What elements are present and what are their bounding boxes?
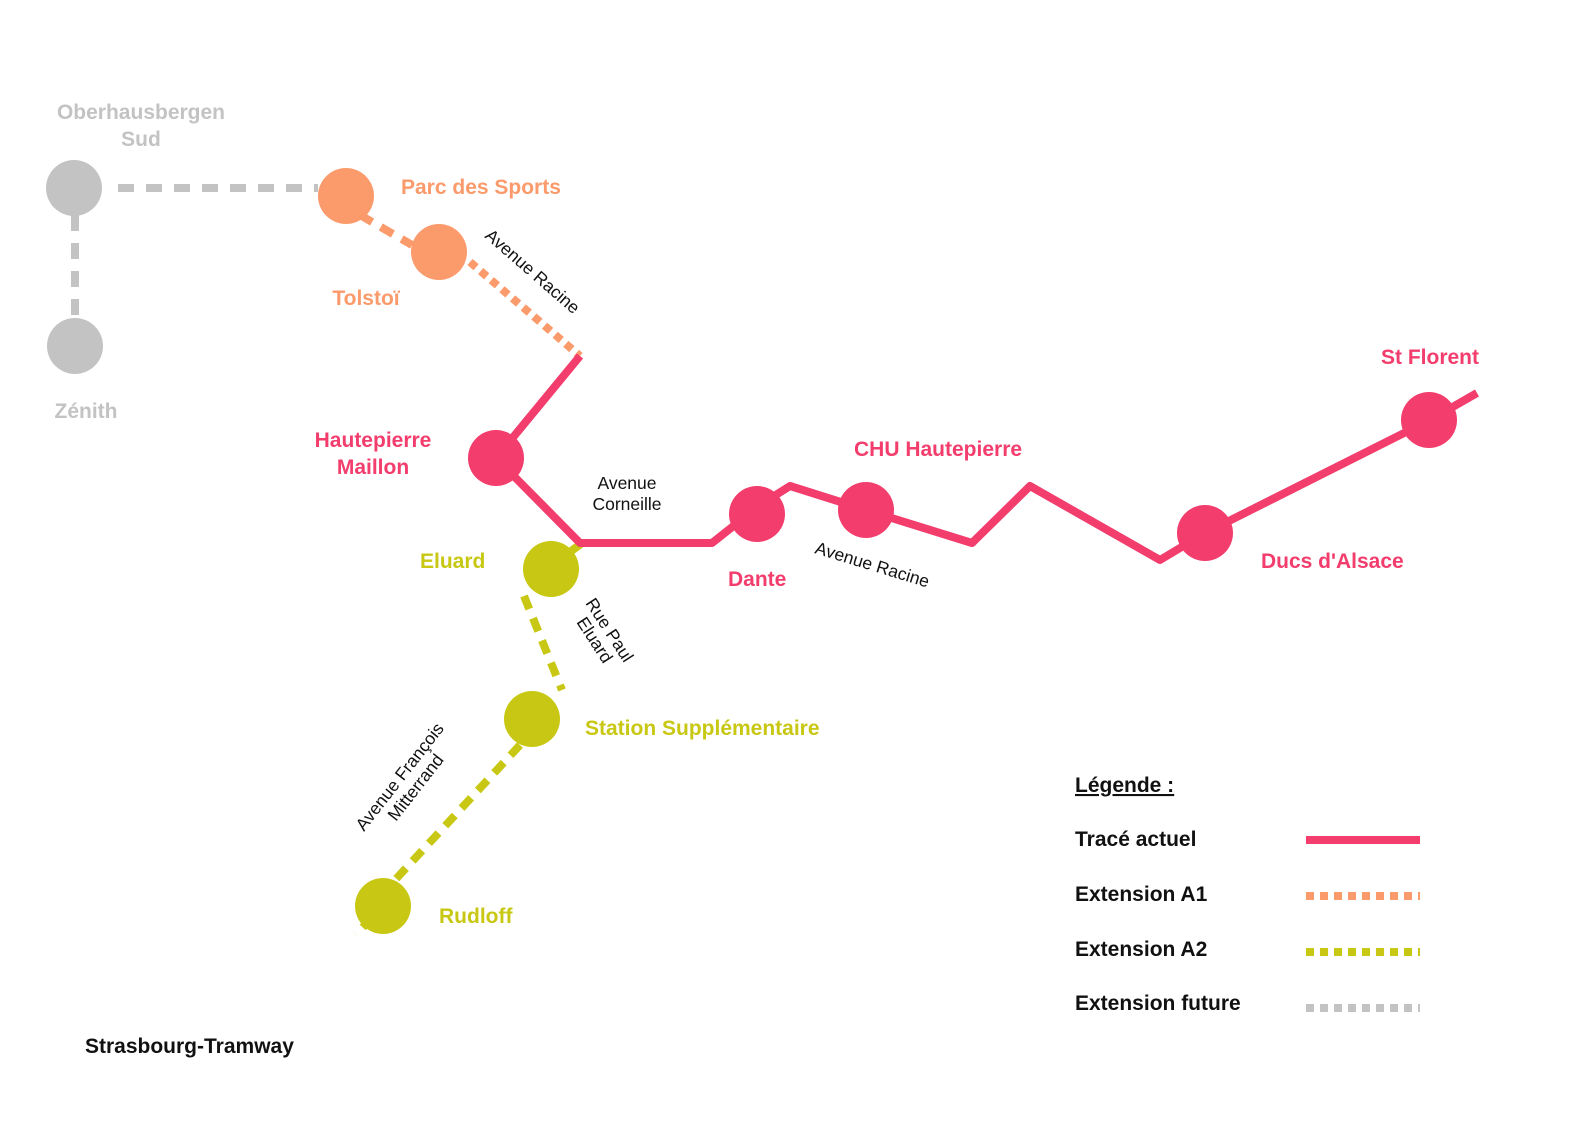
label-hautepierre-line2: Maillon (337, 456, 409, 479)
station-dot-tolstoi[interactable] (411, 224, 467, 280)
station-dot-station-supplementaire[interactable] (504, 691, 560, 747)
station-dot-zenith[interactable] (47, 318, 103, 374)
station-dot-st-florent[interactable] (1401, 392, 1457, 448)
legend: Légende : Tracé actuel Extension A1 Exte… (1075, 774, 1420, 1015)
street-avenue-racine-east: Avenue Racine (813, 538, 932, 592)
legend-item-label-current: Tracé actuel (1075, 828, 1196, 851)
legend-item-label-a2: Extension A2 (1075, 938, 1207, 961)
a2-segment-station-rudloff (392, 742, 523, 883)
station-dot-chu-hautepierre[interactable] (838, 482, 894, 538)
label-parc-des-sports: Parc des Sports (401, 176, 561, 199)
label-rudloff: Rudloff (439, 905, 513, 928)
label-oberhausbergen-line2: Sud (121, 128, 161, 151)
label-tolstoi: Tolstoï (332, 287, 400, 310)
station-dot-parc-des-sports[interactable] (318, 168, 374, 224)
legend-item-label-a1: Extension A1 (1075, 883, 1208, 906)
station-dots (46, 160, 1457, 934)
footer-caption: Strasbourg-Tramway (85, 1035, 294, 1058)
extension-a1-line (358, 211, 583, 360)
station-dot-rudloff[interactable] (355, 878, 411, 934)
station-dot-oberhausbergen[interactable] (46, 160, 102, 216)
label-station-supplementaire: Station Supplémentaire (585, 717, 820, 740)
label-st-florent: St Florent (1381, 346, 1479, 369)
street-avenue-racine-north: Avenue Racine (481, 225, 583, 318)
label-eluard: Eluard (420, 550, 485, 573)
station-dot-dante[interactable] (729, 486, 785, 542)
street-labels: Avenue Racine Avenue Corneille Avenue Ra… (351, 225, 931, 835)
station-dot-hautepierre-maillon[interactable] (468, 430, 524, 486)
label-zenith: Zénith (55, 400, 118, 423)
station-dot-eluard[interactable] (523, 541, 579, 597)
legend-title: Légende : (1075, 774, 1174, 797)
street-avenue-corneille-line2: Corneille (592, 494, 661, 514)
station-labels: Oberhausbergen Sud Zénith Parc des Sport… (55, 101, 1480, 928)
label-hautepierre-line1: Hautepierre (315, 429, 432, 452)
a1-segment-tolstoi-hautepierre (467, 258, 583, 360)
label-chu-hautepierre: CHU Hautepierre (854, 438, 1022, 461)
a1-segment-parc-tolstoi (358, 211, 414, 249)
label-oberhausbergen-line1: Oberhausbergen (57, 101, 225, 124)
label-ducs-dalsace: Ducs d'Alsace (1261, 550, 1404, 573)
label-dante: Dante (728, 568, 786, 591)
station-dot-ducs-dalsace[interactable] (1177, 505, 1233, 561)
legend-item-label-future: Extension future (1075, 992, 1241, 1015)
future-extension-line (71, 184, 318, 320)
a2-segment-eluard-station (520, 594, 566, 692)
street-avenue-corneille-line1: Avenue (597, 473, 656, 493)
